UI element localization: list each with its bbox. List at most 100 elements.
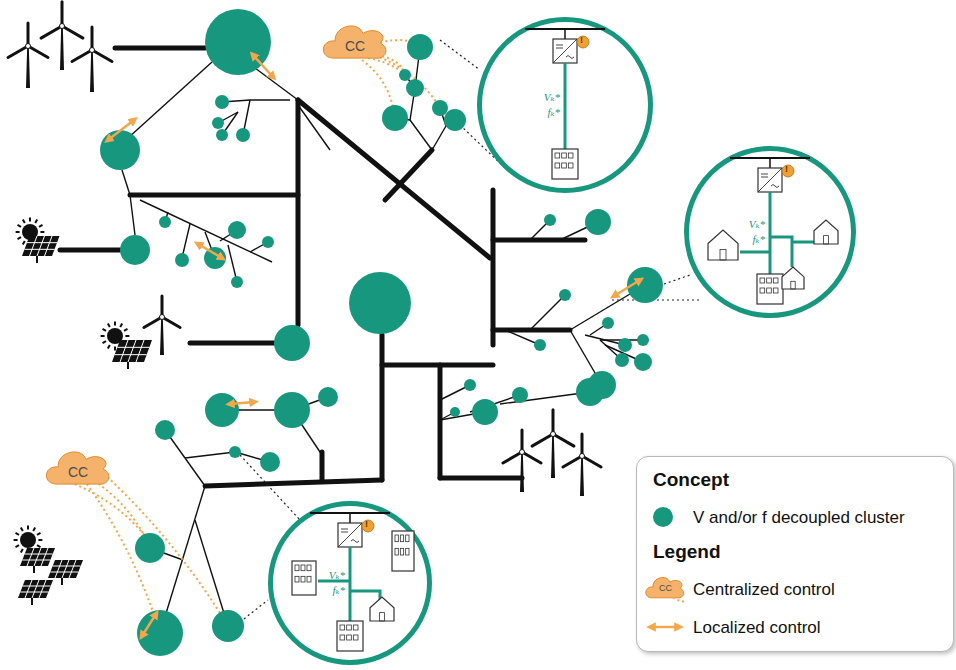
turbine-blade [582, 456, 601, 467]
legend-text: V and/or f decoupled cluster [693, 508, 905, 528]
building-window [568, 153, 573, 158]
panel-grid [27, 242, 57, 243]
setpoint-label: Vₖ* [329, 569, 345, 582]
inverter-box [553, 39, 577, 63]
wind-turbine [532, 410, 574, 478]
house-door [791, 281, 795, 289]
turbine-tower [60, 26, 64, 70]
cluster-circle [260, 452, 280, 472]
sun-ray [16, 231, 20, 233]
cluster-circle [634, 353, 652, 371]
turbine-blade [521, 430, 524, 452]
building-window [400, 535, 403, 542]
panel-grid [62, 560, 69, 578]
building-window [773, 278, 778, 283]
cluster-circle [450, 407, 460, 417]
lateral-line [185, 452, 235, 458]
turbine-blade [27, 23, 30, 46]
bus-tap [564, 29, 566, 39]
zoom-leader [240, 600, 268, 622]
sun-ray [29, 218, 31, 222]
panel-stand [31, 598, 33, 605]
building-window [307, 576, 311, 582]
feeder-line [60, 248, 120, 253]
sun-ray [18, 225, 21, 227]
building-window [400, 548, 403, 555]
inverter-box [338, 523, 362, 547]
zoom-ring [271, 504, 430, 663]
solar-panel [20, 548, 55, 573]
control-cloud: CC [45, 448, 111, 486]
warning-dot [782, 165, 794, 177]
legend-row: Localized control [637, 615, 953, 641]
sun-ray [114, 346, 116, 350]
panel-grid [136, 340, 144, 362]
sun-ray [23, 241, 25, 244]
sun-ray [40, 231, 44, 233]
panel-grid [25, 580, 32, 598]
turbine-tower [580, 456, 584, 496]
cluster-circle [559, 289, 571, 301]
zoom-leader [664, 275, 690, 284]
turbine-blade [41, 26, 62, 38]
house-door [380, 613, 385, 621]
sun-ray [33, 528, 35, 531]
turbine-blade [553, 434, 574, 446]
cluster-circle [576, 378, 604, 406]
turbine-blade [532, 434, 553, 446]
building-window [767, 288, 772, 293]
panel-stand [33, 566, 35, 573]
lateral-line [432, 126, 446, 150]
lateral-line [250, 99, 290, 100]
panel-grid [55, 560, 62, 578]
zoom-ring [480, 20, 651, 191]
building-window [555, 163, 560, 168]
cluster-circle [274, 392, 310, 428]
localized-arrow [142, 614, 156, 636]
sun-ray [39, 225, 42, 227]
ac-symbol [351, 540, 359, 543]
panel-stand [61, 578, 63, 585]
building-icon [757, 274, 783, 304]
cluster-circle [349, 272, 411, 334]
zoom-outline [477, 17, 653, 193]
feeder-line [205, 480, 382, 486]
inverter-diagonal [758, 168, 782, 192]
zoom-outline [268, 501, 432, 665]
panel-frame [22, 236, 60, 256]
cluster-circle [212, 610, 244, 642]
sun-ray [27, 526, 29, 530]
legend-icon [643, 613, 689, 643]
dc-symbol [761, 174, 768, 177]
cluster-circle [444, 109, 466, 131]
turbine-blade [92, 50, 112, 62]
sun-ray [38, 539, 42, 541]
warning-mark: ! [785, 164, 788, 174]
building-window [406, 548, 409, 555]
building-window [760, 288, 765, 293]
feeder-line [491, 190, 496, 345]
zoom-interior [708, 158, 838, 304]
cluster-circle [159, 216, 171, 228]
sun-ray [103, 329, 106, 331]
lateral-line [530, 295, 565, 330]
control-link [70, 482, 148, 540]
building-window [562, 163, 567, 168]
zoom-interior [525, 29, 605, 179]
cluster-circle [637, 334, 649, 346]
feeder-line [380, 335, 385, 480]
turbine-tower [551, 434, 555, 478]
cluster-circle [602, 317, 614, 329]
sun-ray [21, 549, 23, 552]
building-window [340, 625, 345, 630]
cluster-circle [432, 100, 448, 116]
cluster-circle [228, 221, 246, 239]
turbine-tower [160, 317, 164, 355]
legend-dots [673, 597, 687, 602]
sun-ray [21, 528, 23, 531]
sun-ray [14, 539, 18, 541]
panel-grid [53, 566, 81, 567]
panel-stand [36, 256, 38, 263]
building-window [760, 278, 765, 283]
panel-grid [30, 236, 38, 256]
